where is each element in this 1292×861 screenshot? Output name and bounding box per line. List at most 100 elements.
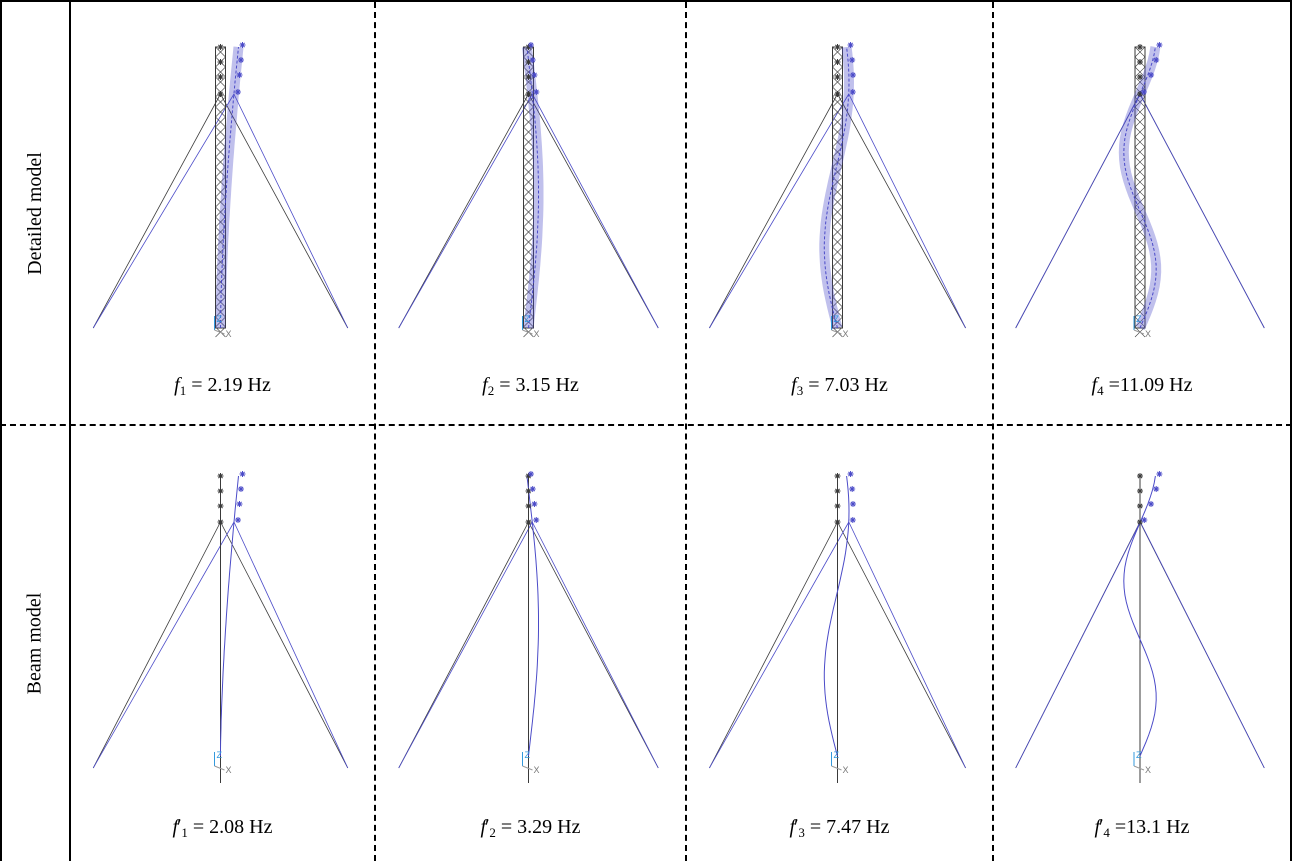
node-marker-deformed [236, 501, 243, 507]
axis-x-label: X [843, 765, 849, 775]
guy-cable-left-deformed [1015, 521, 1141, 769]
axis-x-label: X [534, 329, 540, 339]
axis-x-line [831, 329, 842, 335]
node-marker-undeformed [834, 44, 841, 50]
guy-cable-right [528, 93, 659, 329]
beam-mode-shape-1: ZX [92, 471, 349, 783]
node-marker-undeformed [525, 59, 532, 65]
node-marker-undeformed [217, 91, 224, 97]
node-marker-undeformed [525, 473, 532, 479]
node-marker-deformed [847, 42, 854, 48]
mast-deformed-body [819, 46, 855, 330]
guy-cable-left [709, 521, 838, 769]
mast-deformed [526, 475, 539, 757]
detailed-mode-shape-4: ZX [1015, 42, 1265, 339]
detailed-freq-label-2: f2 = 3.15 Hz [482, 374, 579, 398]
node-marker-deformed [847, 471, 854, 477]
node-marker-undeformed [217, 519, 224, 525]
mast-deformed [220, 46, 239, 328]
node-marker-undeformed [217, 59, 224, 65]
node-marker-deformed [533, 517, 540, 523]
beam-mode-shape-2: ZX [398, 471, 659, 783]
node-marker-undeformed [1137, 473, 1143, 479]
axis-z-label: Z [834, 314, 840, 324]
node-marker-undeformed [525, 91, 532, 97]
axis-z-label: Z [525, 314, 531, 324]
node-marker-undeformed [1137, 503, 1143, 509]
axis-x-line [522, 329, 533, 335]
axis-x-line [831, 765, 842, 771]
guy-cable-right-deformed [848, 93, 966, 329]
guy-cable-right-deformed [1139, 521, 1265, 769]
node-marker-undeformed [834, 473, 841, 479]
node-marker-undeformed [834, 488, 841, 494]
node-marker-deformed [849, 89, 856, 95]
node-marker-undeformed [525, 519, 532, 525]
node-marker-deformed [527, 42, 534, 48]
node-marker-undeformed [525, 74, 532, 80]
node-marker-deformed [849, 501, 856, 507]
node-marker-deformed [1153, 486, 1160, 492]
axis-x-label: X [226, 329, 232, 339]
axis-x-label: X [1145, 329, 1151, 339]
node-marker-deformed [234, 89, 241, 95]
axis-z-label: Z [217, 750, 223, 760]
guy-cable-right-deformed [1139, 93, 1265, 329]
mast-deformed [1123, 46, 1157, 329]
node-marker-deformed [237, 486, 244, 492]
guy-cable-left-deformed [92, 93, 235, 329]
mast-deformed [823, 475, 850, 757]
guy-cable-right-deformed [531, 521, 659, 769]
border-right [1290, 0, 1292, 861]
axis-x-label: X [226, 765, 232, 775]
guy-cable-left-deformed [398, 521, 533, 769]
mast-deformed-body [1118, 46, 1162, 330]
guy-cable-left [398, 521, 529, 769]
node-marker-undeformed [1137, 59, 1143, 65]
node-marker-undeformed [217, 503, 224, 509]
node-marker-undeformed [1137, 44, 1143, 50]
node-marker-deformed [1156, 42, 1163, 48]
mast-lattice [523, 46, 534, 338]
row-label-beam-text: Beam model [23, 592, 46, 695]
node-marker-deformed [849, 72, 856, 78]
node-marker-deformed [527, 471, 534, 477]
node-marker-deformed [1156, 471, 1163, 477]
guy-cable-left [709, 93, 838, 329]
mast-lattice [832, 46, 843, 338]
guy-cable-left [398, 93, 529, 329]
border-top [0, 0, 1292, 2]
axis-z-label: Z [525, 750, 531, 760]
axis-x-label: X [843, 329, 849, 339]
beam-mode-shape-4: ZX [1015, 471, 1265, 783]
guy-cable-left [92, 521, 221, 769]
node-marker-deformed [531, 501, 538, 507]
guy-cable-right [220, 93, 349, 329]
detailed-mode-shape-2: ZX [398, 42, 659, 339]
guy-cable-right-deformed [233, 93, 349, 329]
node-marker-deformed [239, 471, 246, 477]
axis-x-line [1133, 329, 1145, 335]
node-marker-deformed [529, 57, 536, 63]
node-marker-deformed [239, 42, 246, 48]
node-marker-undeformed [834, 91, 841, 97]
node-marker-deformed [849, 57, 856, 63]
node-marker-undeformed [525, 488, 532, 494]
detailed-mode-shape-3: ZX [709, 42, 966, 339]
detailed-mode-shape-1: ZX [92, 42, 349, 339]
axis-x-line [214, 329, 225, 335]
axis-x-line [522, 765, 533, 771]
guy-cable-left-deformed [398, 93, 533, 329]
axis-x-line [1133, 765, 1145, 771]
mast-deformed [220, 475, 239, 756]
node-marker-deformed [1141, 517, 1148, 523]
mast-deformed [823, 46, 850, 329]
node-marker-undeformed [1137, 91, 1143, 97]
node-marker-deformed [235, 517, 242, 523]
label-column-divider [69, 0, 71, 861]
